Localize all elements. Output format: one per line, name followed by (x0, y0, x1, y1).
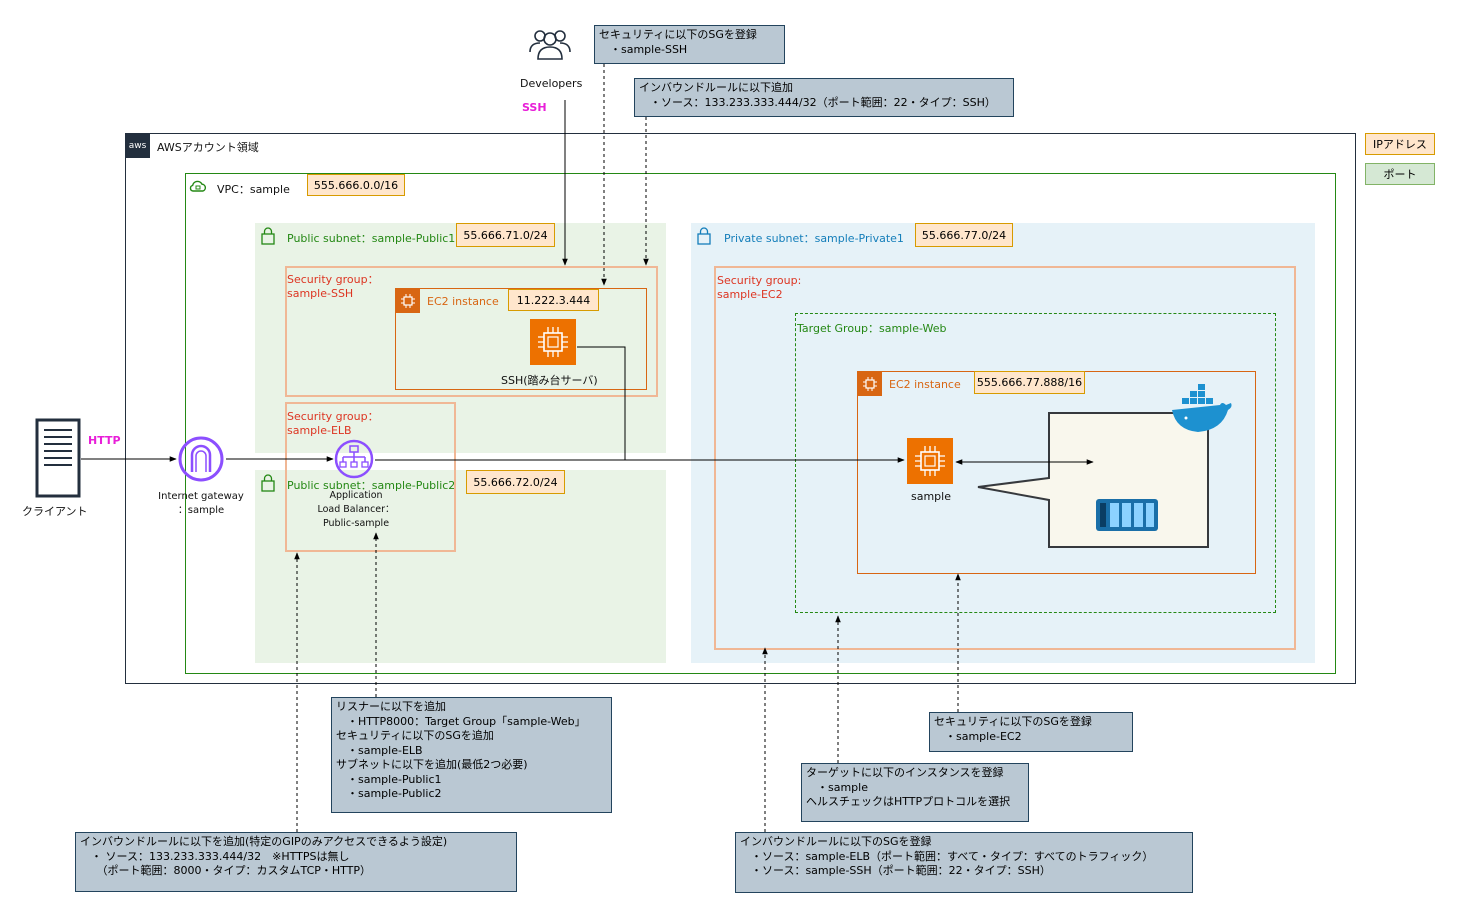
public-subnet-2 (255, 470, 666, 663)
note-inbound-elb: インバウンドルールに以下を追加(特定のGIPのみアクセスできるよう設定) ・ ソ… (75, 832, 517, 892)
http-flow-label: HTTP (88, 434, 121, 447)
docker-port: 8000 (1095, 452, 1130, 474)
ec2-private-ip: 555.666.77.888/16 (974, 371, 1085, 394)
ec2-bastion-caption: SSH(踏み台サーバ) (501, 374, 598, 387)
ec2-private-caption: sample (911, 490, 951, 503)
aws-account-label: AWSアカウント領域 (157, 141, 259, 154)
note-inbound-ec2: インバウンドルールに以下のSGを登録 ・ソース：sample-ELB（ポート範囲… (735, 832, 1193, 893)
docker-container-label: Docker Container (1052, 420, 1148, 433)
ssh-flow-label: SSH (522, 101, 547, 114)
docker-service-label: web (1098, 476, 1121, 489)
public-subnet-2-lock-icon (257, 472, 279, 494)
note-inbound-ssh: インバウンドルールに以下追加 ・ソース：133.233.333.444/32（ポ… (634, 78, 1014, 117)
target-group-container (795, 313, 1276, 613)
public-subnet-2-label: Public subnet：sample-Public2 (287, 479, 456, 492)
private-subnet-lock-icon (693, 225, 715, 247)
ec2-private-label: EC2 instance (889, 378, 961, 391)
security-group-ssh-label: Security group： sample-SSH (287, 273, 379, 300)
developers-label: Developers (520, 77, 583, 90)
security-group-elb-label: Security group： sample-ELB (287, 410, 379, 437)
private-subnet-cidr: 55.666.77.0/24 (915, 223, 1013, 247)
private-subnet-label: Private subnet：sample-Private1 (724, 232, 904, 245)
igw-label: Internet gateway ：sample (158, 491, 244, 516)
security-group-ec2 (714, 266, 1296, 650)
note-listener: リスナーに以下を追加 ・HTTP8000：Target Group「sample… (331, 697, 612, 813)
vpc-label: VPC：sample (217, 183, 290, 196)
client-server-icon (35, 418, 81, 498)
target-group-label: Target Group：sample-Web (797, 322, 947, 335)
aws-account-container (125, 133, 1356, 684)
ec2-bastion-ip: 11.222.3.444 (508, 289, 599, 311)
ec2-bastion-label: EC2 instance (427, 295, 499, 308)
public-subnet-2-cidr: 55.666.72.0/24 (466, 470, 565, 494)
security-group-elb (285, 402, 456, 552)
developers-users-icon (529, 30, 571, 60)
public-subnet-1-lock-icon (257, 225, 279, 247)
vpc-cidr: 555.666.0.0/16 (307, 174, 405, 196)
ec2-bastion-container (395, 288, 647, 390)
vpc-container (185, 173, 1336, 674)
legend-ip: IPアドレス (1365, 133, 1435, 155)
ec2-bastion-chip-icon (396, 289, 420, 313)
ec2-private-chip-icon (858, 372, 882, 396)
alb-label: Application Load Balancer： Public-sample (317, 490, 395, 529)
aws-logo-icon: aws (125, 133, 150, 158)
ec2-private-instance-icon (907, 438, 953, 484)
public-subnet-1-cidr: 55.666.71.0/24 (456, 223, 555, 247)
note-sg-register-ssh: セキュリティに以下のSGを登録 ・sample-SSH (594, 25, 785, 64)
security-group-ssh (285, 266, 658, 397)
client-label: クライアント (22, 505, 88, 518)
note-target-register: ターゲットに以下のインスタンスを登録 ・sample ヘルスチェックはHTTPプ… (801, 763, 1029, 822)
aws-logo-text: aws (128, 140, 147, 151)
vpc-cloud-icon (185, 173, 210, 198)
ec2-bastion-instance-icon (530, 319, 576, 365)
legend-port: ポート (1365, 163, 1435, 185)
note-sg-register-ec2: セキュリティに以下のSGを登録 ・sample-EC2 (929, 712, 1133, 752)
public-subnet-1-label: Public subnet：sample-Public1 (287, 232, 456, 245)
security-group-ec2-label: Security group: sample-EC2 (717, 274, 802, 301)
